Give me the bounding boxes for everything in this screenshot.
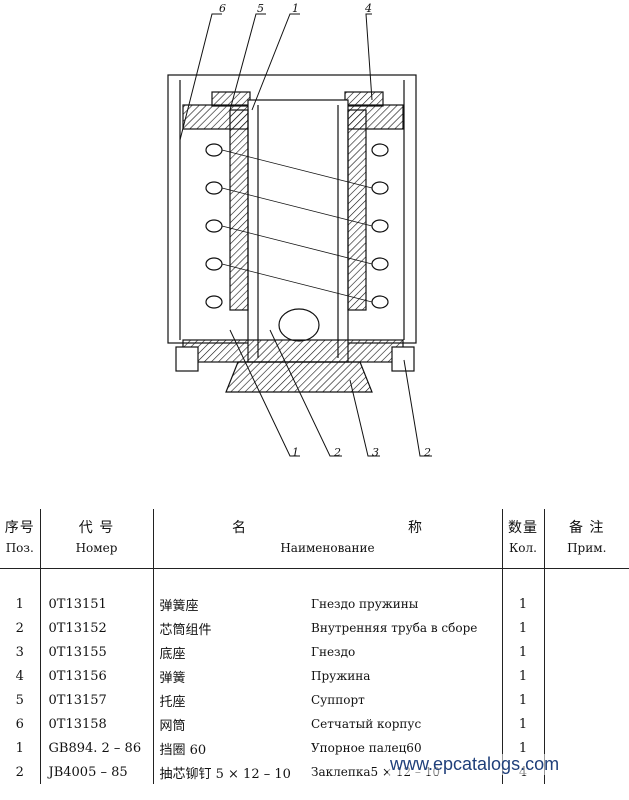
- table-header-row: 序号 Поз. 代 号 Номер 名 称 Наименование 数量 Ко…: [0, 509, 629, 569]
- callout-bottom-1: 1: [292, 446, 299, 459]
- cell-name-cn: 弹簧座: [152, 592, 311, 616]
- callout-top-5: 5: [257, 2, 264, 15]
- cell-pos: 1: [15, 596, 24, 612]
- callout-top-4: 4: [365, 2, 372, 15]
- cell-pos: 4: [15, 668, 24, 684]
- header-name-ru: Наименование: [280, 541, 375, 556]
- table-row: 4 0T13156 弹簧 Пружина 1: [0, 664, 629, 688]
- cell-name-ru: Внутренняя труба в сборе: [311, 621, 478, 635]
- cell-name-ru: Гнездо: [311, 645, 356, 659]
- table-row: 3 0T13155 底座 Гнездо 1: [0, 640, 629, 664]
- callout-bottom-2b: 2: [424, 446, 431, 459]
- spring: [205, 143, 389, 309]
- callout-top-1: 1: [292, 2, 299, 15]
- cell-qty: 1: [501, 712, 544, 736]
- header-pos: 序号 Поз.: [0, 509, 40, 569]
- header-note: 备 注 Прим.: [543, 509, 629, 569]
- cell-note: [543, 592, 629, 616]
- table-row: 6 0T13158 网筒 Сетчатый корпус 1: [0, 712, 629, 736]
- header-note-ru: Прим.: [567, 541, 607, 556]
- cell-qty: 1: [501, 592, 544, 616]
- cell-name-cn: 托座: [152, 688, 311, 712]
- cell-note: [543, 664, 629, 688]
- header-qty: 数量 Кол.: [501, 509, 544, 569]
- cell-code: GB894. 2 – 86: [39, 736, 153, 760]
- header-pos-cn: 序号: [4, 520, 35, 537]
- cell-pos: 1: [15, 740, 24, 756]
- cell-code: 0T13155: [39, 640, 153, 664]
- bolt-left: [175, 346, 199, 372]
- cell-code: 0T13152: [39, 616, 153, 640]
- bottom-plate: [182, 339, 404, 363]
- cell-name-ru: Пружина: [311, 669, 371, 683]
- cell-code: 0T13157: [39, 688, 153, 712]
- header-pos-ru: Поз.: [5, 541, 34, 556]
- cell-pos: 5: [15, 692, 24, 708]
- table-row: 1 0T13151 弹簧座 Гнездо пружины 1: [0, 592, 629, 616]
- cell-note: [543, 712, 629, 736]
- callout-bottom-3: 3: [372, 446, 379, 459]
- bolt-right: [391, 346, 415, 372]
- table-row: 2 0T13152 芯筒组件 Внутренняя труба в сборе …: [0, 616, 629, 640]
- watermark-link[interactable]: www.epcatalogs.com: [388, 754, 562, 775]
- cell-name-ru: Упорное палец60: [311, 741, 422, 755]
- cell-name-ru: Гнездо пружины: [311, 597, 419, 611]
- table-row: 5 0T13157 托座 Суппорт 1: [0, 688, 629, 712]
- header-code-cn: 代 号: [78, 520, 115, 537]
- cell-code: JB4005 – 85: [39, 760, 153, 784]
- callout-top-6: 6: [219, 2, 226, 15]
- header-name-cn-right: 称: [407, 520, 423, 537]
- parts-table: 序号 Поз. 代 号 Номер 名 称 Наименование 数量 Ко…: [0, 509, 629, 784]
- cell-qty: 1: [501, 688, 544, 712]
- cell-name-cn: 弹簧: [152, 664, 311, 688]
- cell-pos: 2: [15, 620, 24, 636]
- header-code-ru: Номер: [75, 541, 118, 556]
- cell-pos: 3: [15, 644, 24, 660]
- cell-name-cn: 挡圈 60: [152, 736, 311, 760]
- table-spacer-row: [0, 568, 629, 592]
- cell-name-cn: 网筒: [152, 712, 311, 736]
- cell-name-cn: 抽芯铆钉 5 × 12 – 10: [152, 760, 311, 784]
- cell-name-cn: 底座: [152, 640, 311, 664]
- cell-qty: 1: [501, 664, 544, 688]
- cell-code: 0T13156: [39, 664, 153, 688]
- cell-name-ru: Суппорт: [311, 693, 365, 707]
- header-name: 名 称 Наименование: [152, 509, 502, 569]
- cell-note: [543, 616, 629, 640]
- header-qty-cn: 数量: [508, 520, 538, 537]
- core-tube: [247, 99, 349, 363]
- header-code: 代 号 Номер: [39, 509, 153, 569]
- cell-note: [543, 688, 629, 712]
- cell-name-ru: Сетчатый корпус: [311, 717, 422, 731]
- assembly-drawing: [167, 13, 432, 457]
- header-note-cn: 备 注: [569, 520, 605, 537]
- callout-bottom-2: 2: [334, 446, 341, 459]
- cell-note: [543, 640, 629, 664]
- table-row: 1 GB894. 2 – 86 挡圈 60 Упорное палец60 1: [0, 736, 629, 760]
- cell-code: 0T13151: [39, 592, 153, 616]
- header-name-cn-left: 名: [232, 520, 248, 537]
- cell-code: 0T13158: [39, 712, 153, 736]
- header-name-cn: 名 称: [154, 518, 502, 538]
- cell-pos: 2: [15, 764, 24, 780]
- cell-name-cn: 芯筒组件: [152, 616, 311, 640]
- cell-pos: 6: [15, 716, 24, 732]
- header-qty-ru: Кол.: [509, 541, 537, 556]
- cell-qty: 1: [501, 640, 544, 664]
- cell-qty: 1: [501, 616, 544, 640]
